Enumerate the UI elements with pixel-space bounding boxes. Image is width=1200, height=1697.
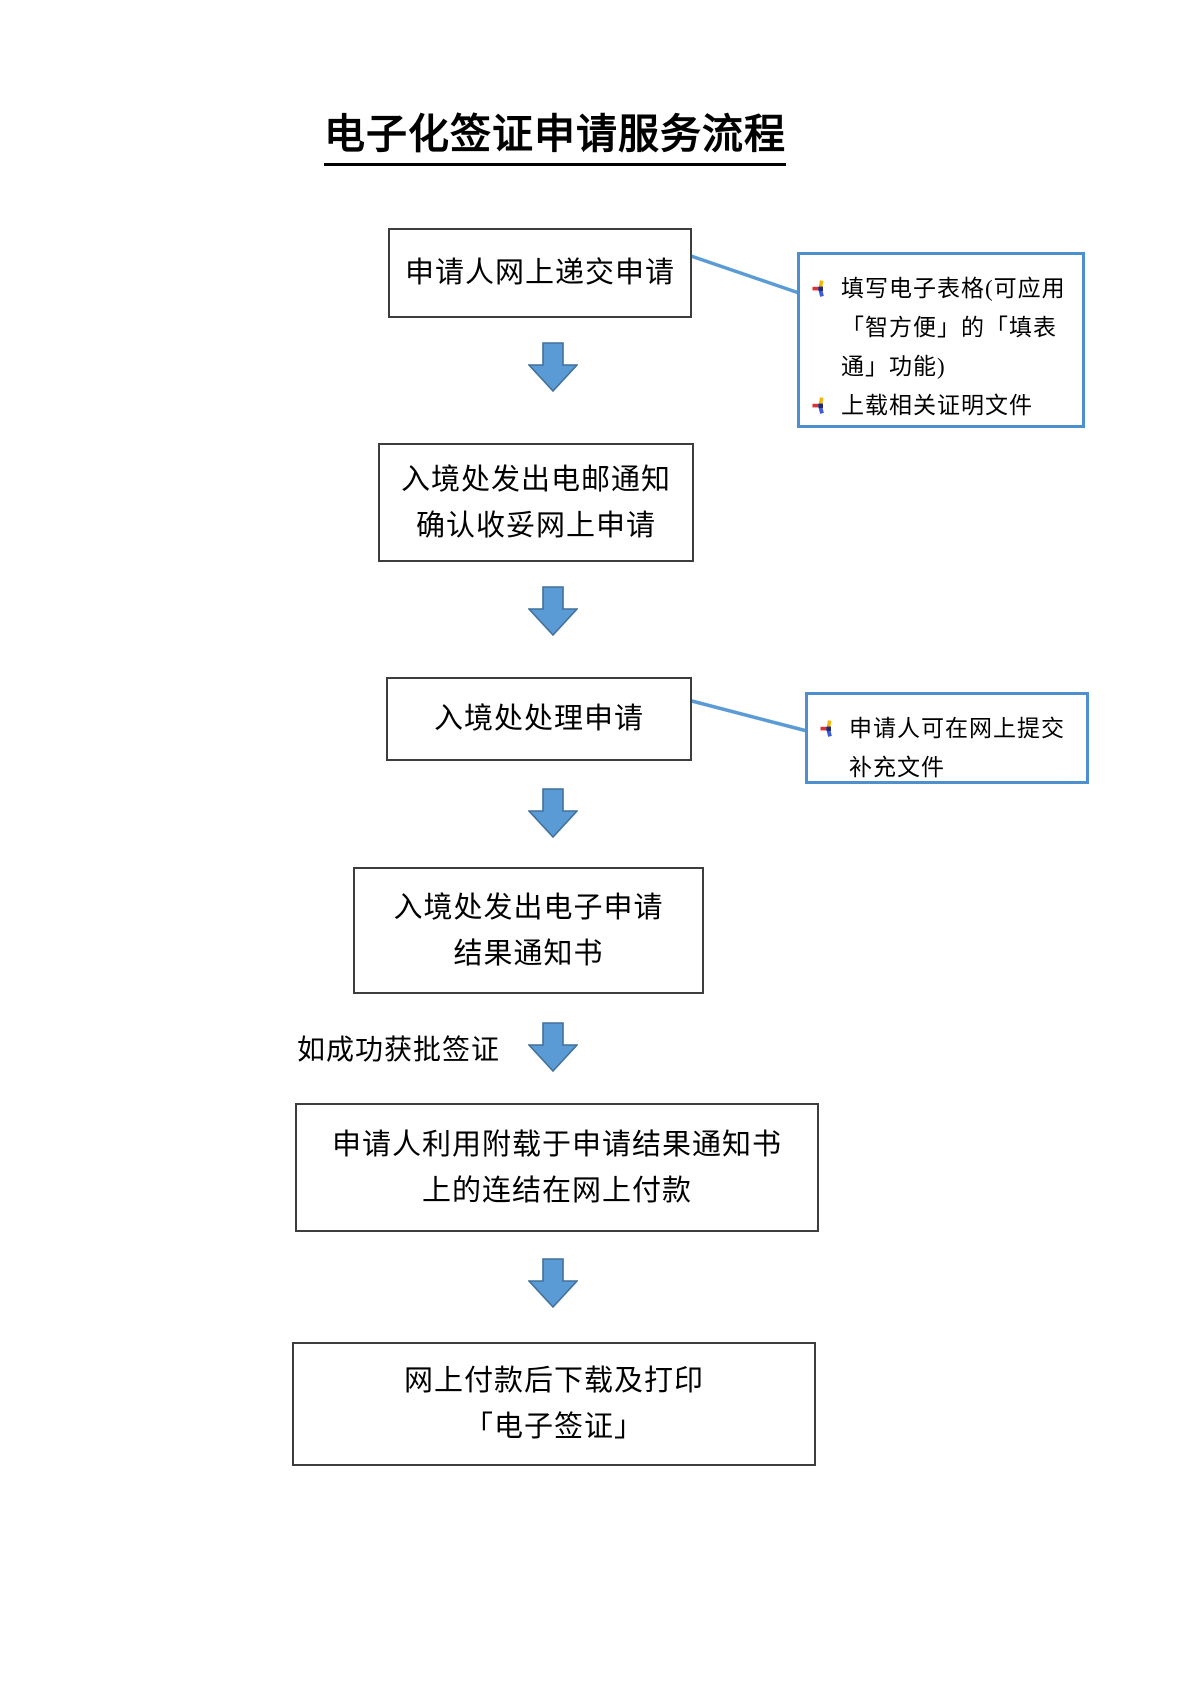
flow-step-online-payment: 申请人利用附载于申请结果通知书 上的连结在网上付款 (295, 1103, 819, 1232)
list-item: 申请人可在网上提交补充文件 (820, 709, 1074, 787)
flow-step-process-application: 入境处处理申请 (386, 677, 692, 761)
flow-step-label: 入境处发出电邮通知 (400, 463, 671, 496)
callout-supplementary-documents: 申请人可在网上提交补充文件 (805, 692, 1089, 784)
flow-step-email-acknowledgement: 入境处发出电邮通知 确认收妥网上申请 (378, 443, 694, 562)
callout-item-text: 上载相关证明文件 (841, 393, 1033, 418)
callout-submit-details: 填写电子表格(可应用「智方便」的「填表通」功能) 上载相关证明文件 (797, 252, 1085, 428)
down-arrow-icon (528, 788, 578, 838)
flow-step-label: 结果通知书 (453, 937, 604, 970)
list-item: 填写电子表格(可应用「智方便」的「填表通」功能) (812, 269, 1070, 386)
star-bullet-icon (812, 397, 824, 414)
flow-step-label: 入境处发出电子申请 (393, 891, 664, 924)
callout-item-text: 申请人可在网上提交补充文件 (849, 716, 1065, 780)
flow-step-label: 上的连结在网上付款 (421, 1174, 692, 1207)
callout-list: 申请人可在网上提交补充文件 (820, 709, 1074, 787)
flow-step-label: 申请人利用附载于申请结果通知书 (331, 1128, 782, 1161)
flow-step-result-notification: 入境处发出电子申请 结果通知书 (353, 867, 704, 994)
flow-step-download-print-evisa: 网上付款后下载及打印 「电子签证」 (292, 1342, 816, 1466)
connector-line-box1-callout1 (687, 253, 800, 295)
flow-step-label: 「电子签证」 (463, 1411, 644, 1443)
flow-step-label: 申请人网上递交申请 (404, 257, 675, 289)
down-arrow-icon (528, 342, 578, 392)
flow-step-submit-application: 申请人网上递交申请 (388, 228, 692, 318)
down-arrow-icon (528, 1258, 578, 1308)
branch-condition-label: 如成功获批签证 (297, 1035, 501, 1066)
flow-step-label: 网上付款后下载及打印 (403, 1365, 704, 1397)
page-title: 电子化签证申请服务流程 (324, 100, 786, 166)
down-arrow-icon (528, 1022, 578, 1072)
flow-step-label: 入境处处理申请 (433, 703, 644, 735)
star-bullet-icon (820, 720, 832, 737)
callout-item-text: 填写电子表格(可应用「智方便」的「填表通」功能) (841, 276, 1066, 379)
flow-step-label: 确认收妥网上申请 (415, 509, 656, 542)
list-item: 上载相关证明文件 (812, 386, 1070, 425)
down-arrow-icon (528, 586, 578, 636)
callout-list: 填写电子表格(可应用「智方便」的「填表通」功能) 上载相关证明文件 (812, 269, 1070, 425)
connector-line-box3-callout2 (687, 698, 808, 733)
star-bullet-icon (812, 280, 824, 297)
